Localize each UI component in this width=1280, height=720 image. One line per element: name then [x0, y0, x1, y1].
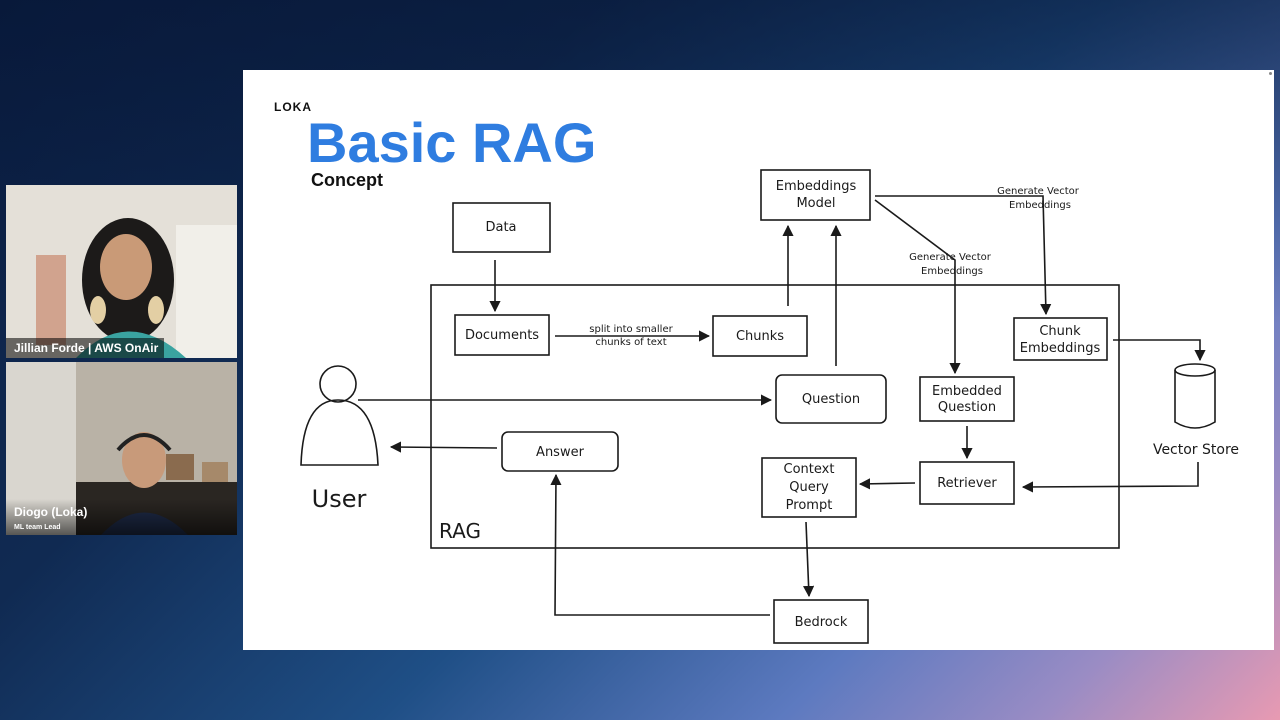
embeddings-model-box — [760, 169, 871, 221]
slide-title: Basic RAG — [307, 111, 597, 174]
arrow-context-bedrock — [802, 521, 815, 598]
documents-label: Documents — [465, 328, 539, 343]
embedded-question-label-2: Question — [938, 400, 996, 415]
arrow-bedrock-answer — [550, 473, 770, 616]
gen-vector-label-1a: Generate Vector — [997, 186, 1080, 197]
vector-store-cylinder — [1174, 370, 1216, 429]
context-label-1: Context — [784, 462, 835, 477]
gen-vector-label-1b: Embeddings — [1009, 200, 1071, 211]
arrow-answer-user — [389, 441, 498, 453]
arrow-model-embedded-question — [874, 199, 961, 375]
chunk-embeddings-box — [1013, 317, 1108, 361]
shared-slide: LOKA Basic RAG Concept — [243, 70, 1274, 650]
slide-subtitle: Concept — [311, 170, 383, 190]
split-label-1: split into smaller — [589, 324, 673, 335]
data-label: Data — [485, 220, 516, 235]
participant-name: Diogo (Loka) — [14, 505, 88, 519]
user-label: User — [312, 485, 367, 513]
embedded-question-label-1: Embedded — [932, 384, 1002, 399]
context-box — [761, 457, 857, 518]
video-tile-jillian[interactable]: Jillian Forde | AWS OnAir — [6, 185, 237, 358]
retriever-box — [919, 461, 1015, 505]
chunk-embeddings-label-1: Chunk — [1039, 324, 1081, 339]
embeddings-model-label-1: Embeddings — [776, 179, 857, 194]
bedrock-box — [773, 599, 869, 644]
vector-store-top — [1174, 363, 1216, 377]
vector-store-label: Vector Store — [1153, 442, 1239, 458]
rag-container — [430, 284, 1120, 549]
arrow-retriever-context — [858, 478, 916, 490]
loka-logo: LOKA — [274, 100, 312, 114]
arrow-vectorstore-retriever — [1021, 462, 1199, 493]
context-label-3: Prompt — [786, 498, 833, 513]
gen-vector-label-2b: Embeddings — [921, 266, 983, 277]
question-label: Question — [802, 392, 860, 407]
answer-box — [501, 431, 619, 472]
chunk-embeddings-label-2: Embeddings — [1020, 341, 1101, 356]
embeddings-model-label-2: Model — [796, 196, 835, 211]
user-head — [319, 365, 357, 403]
rag-diagram: Data Documents Chunks Embeddings Model C… — [300, 169, 1239, 644]
answer-label: Answer — [536, 445, 585, 460]
arrow-model-chunk-embeddings — [875, 195, 1052, 316]
documents-box — [454, 314, 550, 356]
slide-corner-marker — [1269, 72, 1272, 75]
context-label-2: Query — [789, 480, 829, 495]
participant-role: ML team Lead — [14, 524, 61, 531]
retriever-label: Retriever — [937, 476, 997, 491]
data-box — [452, 202, 551, 253]
chunks-box — [712, 315, 808, 357]
gen-vector-label-2a: Generate Vector — [909, 252, 992, 263]
arrow-chunkemb-vectorstore — [1113, 339, 1206, 362]
split-label-2: chunks of text — [595, 337, 666, 348]
video-tile-diogo[interactable]: Diogo (Loka) ML team Lead — [6, 362, 237, 535]
user-body — [300, 399, 379, 466]
bedrock-label: Bedrock — [795, 615, 848, 630]
participant-name: Jillian Forde | AWS OnAir — [6, 338, 165, 358]
embedded-question-box — [919, 376, 1015, 422]
participant-label: Diogo (Loka) ML team Lead — [6, 499, 237, 535]
video-frame — [6, 185, 237, 358]
chunks-label: Chunks — [736, 329, 784, 344]
rag-label: RAG — [439, 519, 481, 543]
question-box — [775, 374, 887, 424]
